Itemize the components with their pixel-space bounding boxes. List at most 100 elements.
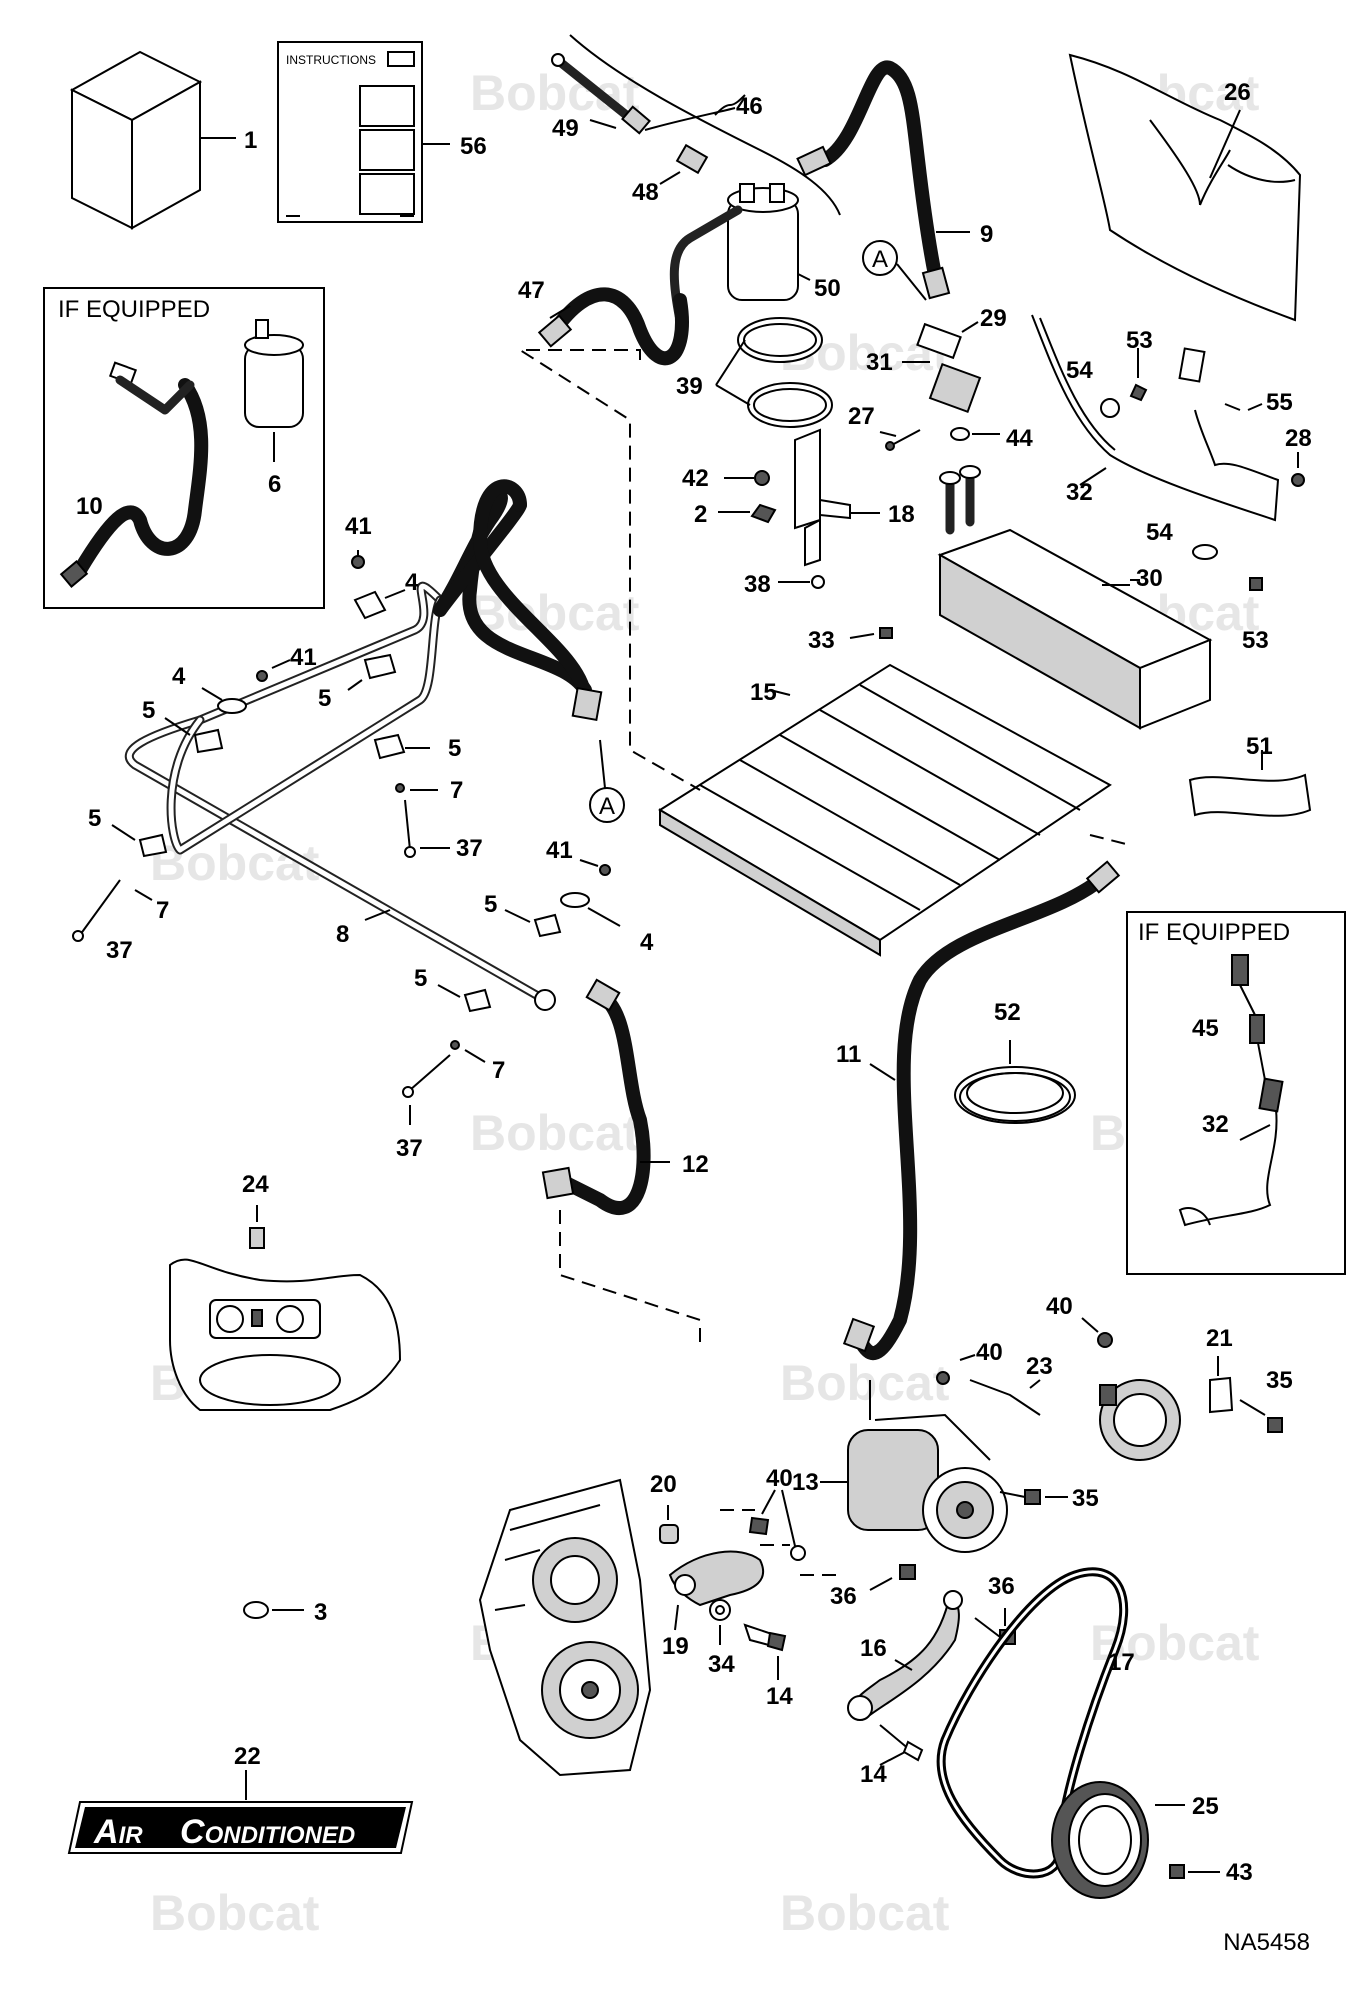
part-number-label: 54: [1146, 519, 1173, 546]
part-box-kit: [69, 50, 236, 230]
part-number-label: 9: [980, 221, 993, 248]
part-number-label: 47: [518, 277, 545, 304]
part-number-label: 50: [814, 275, 841, 302]
part-clutch-21: [1081, 1317, 1283, 1461]
callout-label: A: [599, 793, 615, 820]
decal-letter-c: C: [180, 1813, 205, 1851]
part-number-label: 31: [866, 349, 893, 376]
part-number-label: 7: [450, 777, 463, 804]
part-number-label: 34: [708, 1651, 735, 1678]
part-number-label: 43: [1226, 1859, 1253, 1886]
part-number-label: 29: [980, 305, 1007, 332]
part-number-label: 4: [172, 663, 186, 690]
decal-text-air: AIR: [93, 1813, 143, 1851]
part-number-label: 37: [106, 937, 133, 964]
part-number-label: 7: [492, 1057, 505, 1084]
part-number-label: 5: [88, 805, 101, 832]
part-number-label: 30: [1136, 565, 1163, 592]
part-number-label: 24: [242, 1171, 269, 1198]
watermark: Bobcat: [470, 65, 640, 121]
part-condenser-15: [516, 349, 1131, 957]
part-number-label: 14: [860, 1761, 887, 1788]
mounting-hardware-left: [72, 550, 621, 1125]
watermark: Bobcat: [780, 1885, 950, 1941]
part-number-label: 51: [1246, 733, 1273, 760]
part-harness-46: [551, 34, 841, 216]
part-number-label: 42: [682, 465, 709, 492]
part-number-label: 55: [1266, 389, 1293, 416]
part-number-label: 16: [860, 1635, 887, 1662]
part-control-panel: [169, 1205, 402, 1411]
part-evaporator-30: [849, 465, 1263, 730]
part-hose-12: [541, 978, 701, 1350]
part-number-label: 8: [336, 921, 349, 948]
part-number-label: 40: [976, 1339, 1003, 1366]
part-key-23: [936, 1354, 1041, 1416]
part-pulley-25: [1051, 1781, 1220, 1899]
part-number-label: 41: [290, 644, 317, 671]
part-compressor-13: [820, 1380, 1008, 1553]
part-number-label: 15: [750, 679, 777, 706]
part-number-label: 22: [234, 1743, 261, 1770]
part-clip-3: [243, 1601, 304, 1619]
part-instruction-sheet: INSTRUCTIONS: [277, 41, 450, 223]
part-number-label: 56: [460, 133, 487, 160]
part-number-label: 32: [1202, 1111, 1229, 1138]
part-number-label: 40: [1046, 1293, 1073, 1320]
part-harness-32: [1031, 314, 1305, 522]
reference-code: NA5458: [1223, 1929, 1310, 1956]
part-foam-52: [954, 1040, 1076, 1124]
part-number-label: 27: [848, 403, 875, 430]
part-number-label: 3: [314, 1599, 327, 1626]
part-adjuster-16: [847, 1590, 963, 1766]
part-number-label: 53: [1126, 327, 1153, 354]
part-tube-8: [124, 479, 603, 1011]
part-number-label: 4: [405, 569, 419, 596]
part-number-label: 35: [1266, 1367, 1293, 1394]
part-number-label: 11: [836, 1041, 861, 1068]
part-belt-17: [936, 1567, 1129, 1879]
decal-letters-ir: IR: [119, 1822, 144, 1849]
watermark: Bobcat: [780, 1355, 950, 1411]
part-number-label: 5: [142, 697, 155, 724]
callout-label: A: [872, 246, 888, 273]
part-number-label: 41: [345, 513, 372, 540]
part-number-label: 32: [1066, 479, 1093, 506]
part-number-label: 54: [1066, 357, 1093, 384]
part-number-label: 20: [650, 1471, 677, 1498]
watermark: Bobcat: [150, 1885, 320, 1941]
part-number-label: 35: [1072, 1485, 1099, 1512]
part-number-label: 48: [632, 179, 659, 206]
callout-a-top: A: [862, 240, 927, 301]
part-number-label: 5: [448, 735, 461, 762]
part-number-label: 46: [736, 93, 763, 120]
inset-if-equipped-left: IF EQUIPPED: [43, 287, 325, 609]
part-number-label: 5: [484, 891, 497, 918]
part-number-label: 1: [244, 127, 257, 154]
part-number-label: 17: [1108, 1649, 1135, 1676]
decal-text-conditioned: CONDITIONED: [180, 1813, 355, 1851]
part-number-label: 23: [1026, 1353, 1053, 1380]
part-receiver-drier-50: [727, 183, 811, 301]
part-number-label: 4: [640, 929, 654, 956]
part-number-label: 14: [766, 1683, 793, 1710]
part-clamps-39: [715, 317, 833, 428]
part-mount-bracket-19: [659, 1489, 840, 1680]
part-decal-22: AIR CONDITIONED: [67, 1770, 414, 1854]
decal-letter-a: A: [93, 1813, 119, 1851]
part-number-labels: 1 56 46 49 48 9 26 50 47 29 31 39 27 44 …: [76, 79, 1312, 1886]
part-number-label: 52: [994, 999, 1021, 1026]
part-number-label: 25: [1192, 1793, 1219, 1820]
part-number-label: 49: [552, 115, 579, 142]
part-number-label: 12: [682, 1151, 709, 1178]
part-number-label: 26: [1224, 79, 1251, 106]
part-bracket-18: [718, 428, 880, 589]
part-number-label: 41: [546, 837, 573, 864]
part-engine-block: [478, 1478, 652, 1777]
part-hose-47: [537, 205, 743, 366]
part-number-label: 13: [792, 1469, 819, 1496]
callout-a-mid: A: [589, 739, 625, 823]
part-expansion-valve: [879, 321, 1000, 451]
part-cover-26: [1068, 53, 1302, 322]
